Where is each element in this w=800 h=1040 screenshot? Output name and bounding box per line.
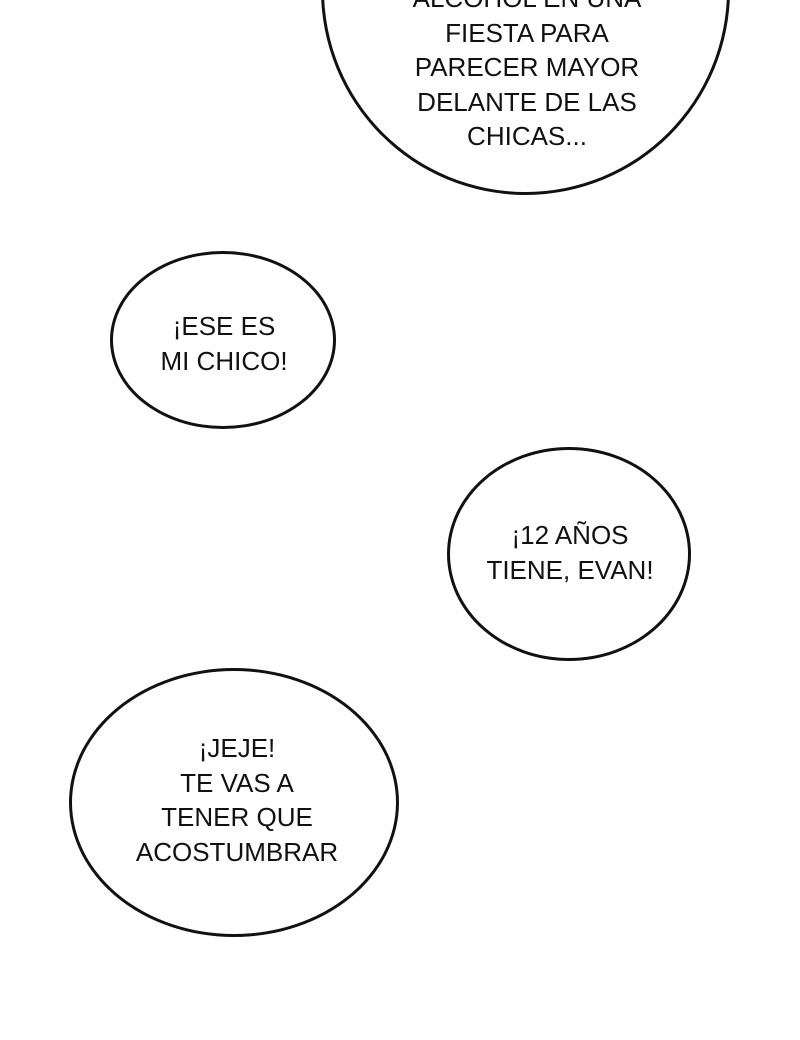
bubble-line: TE VAS A — [180, 767, 294, 798]
bubble-line: PARECER MAYOR — [414, 52, 640, 82]
speech-bubble-4-text: ¡JEJE! TE VAS A TENER QUE ACOSTUMBRAR — [136, 731, 338, 869]
bubble-line: FIESTA PARA — [445, 17, 609, 48]
bubble-line: DELANTE DE LAS — [417, 86, 637, 117]
bubble-line: ACOSTUMBRAR — [135, 836, 339, 867]
bubble-line: ¡JEJE! — [198, 733, 276, 763]
speech-bubble-3 — [447, 447, 691, 661]
bubble-line: TENER QUE — [161, 802, 313, 832]
speech-bubble-1-text: ALCOHOL EN UNA FIESTA PARA PARECER MAYOR… — [413, 0, 642, 154]
speech-bubble-3-text: ¡12 AÑOS TIENE, EVAN! — [486, 518, 653, 587]
speech-bubble-2 — [110, 251, 336, 429]
bubble-line: CHICAS... — [467, 121, 587, 151]
bubble-line: MI CHICO! — [160, 345, 288, 376]
bubble-line: ¡12 AÑOS — [511, 520, 629, 550]
bubble-line: TIENE, EVAN! — [486, 554, 654, 585]
bubble-line: ¡ESE ES — [172, 311, 276, 341]
bubble-line: ALCOHOL EN UNA — [413, 0, 642, 16]
speech-bubble-2-text: ¡ESE ES MI CHICO! — [160, 309, 287, 378]
speech-bubble-4 — [69, 668, 399, 937]
